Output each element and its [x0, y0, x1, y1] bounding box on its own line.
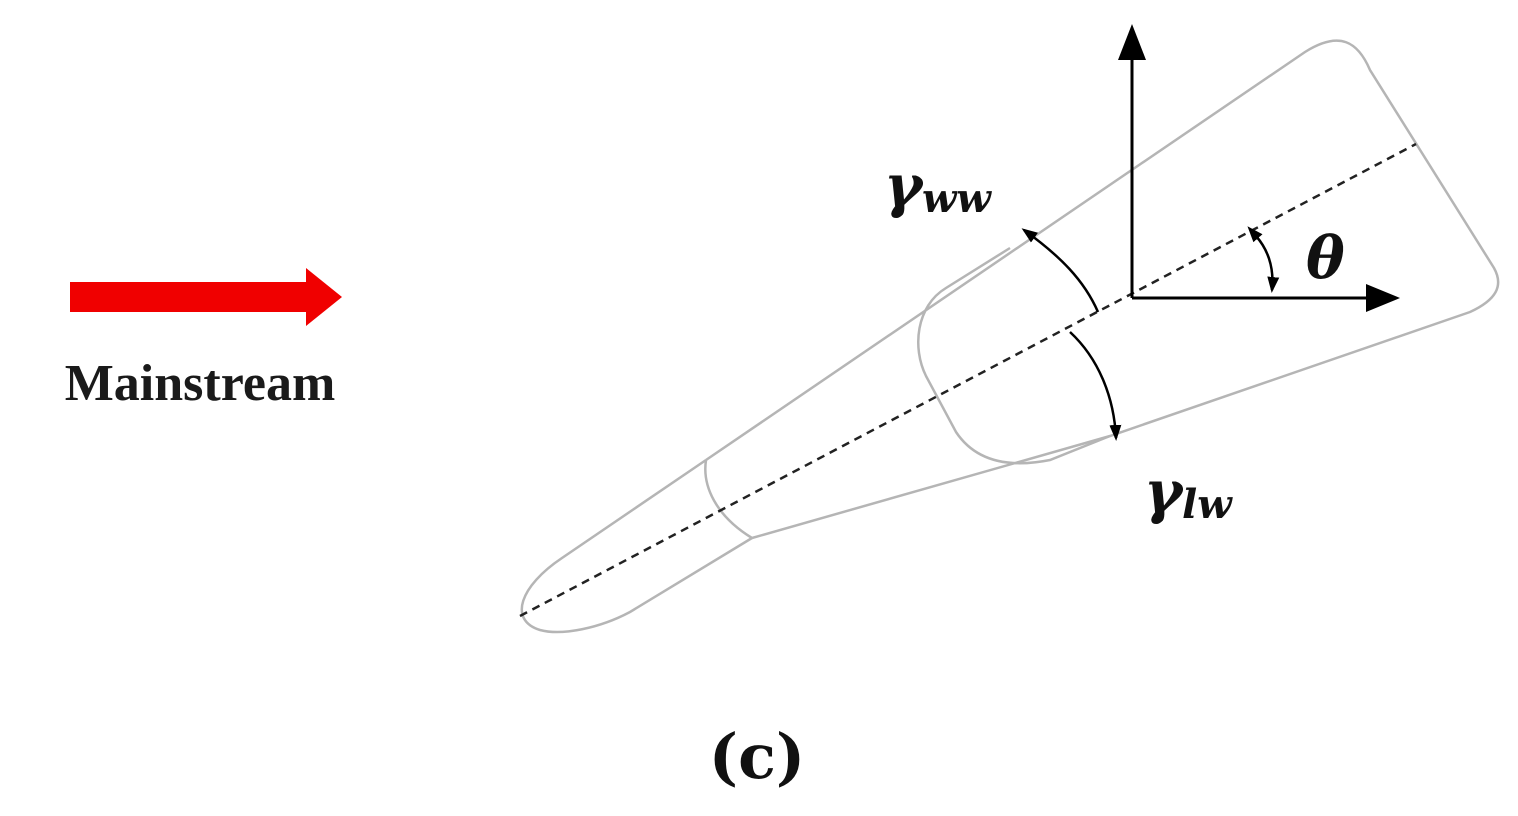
gamma-lw-label: γ lw: [1144, 458, 1233, 528]
theta-label: θ: [1306, 224, 1345, 292]
gamma-ww-subscript: ww: [922, 175, 992, 222]
body-outline: [520, 39, 1500, 634]
mainstream-arrow-shaft: [70, 282, 318, 312]
mainstream-label: Mainstream: [65, 355, 336, 412]
fin-upper-edge: [705, 39, 1500, 540]
mainstream-arrow-icon: [70, 268, 342, 326]
fin-inner-panel: [917, 246, 1111, 465]
gamma-ww-label: γ ww: [884, 152, 992, 222]
gamma-ww-symbol: γ: [884, 152, 925, 220]
windward-angle-arc: [1021, 228, 1100, 313]
horizontal-axis-arrowhead-icon: [1366, 284, 1400, 312]
figure-caption: (c): [709, 720, 805, 793]
gamma-lw-subscript: lw: [1182, 481, 1233, 528]
nose-section-ring: [704, 459, 753, 540]
coordinate-axes: [1127, 38, 1396, 303]
vertical-axis-arrowhead-icon: [1118, 24, 1146, 60]
mainstream-arrow-head: [306, 268, 342, 326]
gamma-lw-symbol: γ: [1144, 458, 1185, 526]
theta-angle-arc: [1247, 226, 1280, 293]
leeward-angle-arc: [1069, 331, 1122, 441]
body-upper-edge: [520, 458, 753, 634]
body-centerline: [519, 142, 1417, 618]
